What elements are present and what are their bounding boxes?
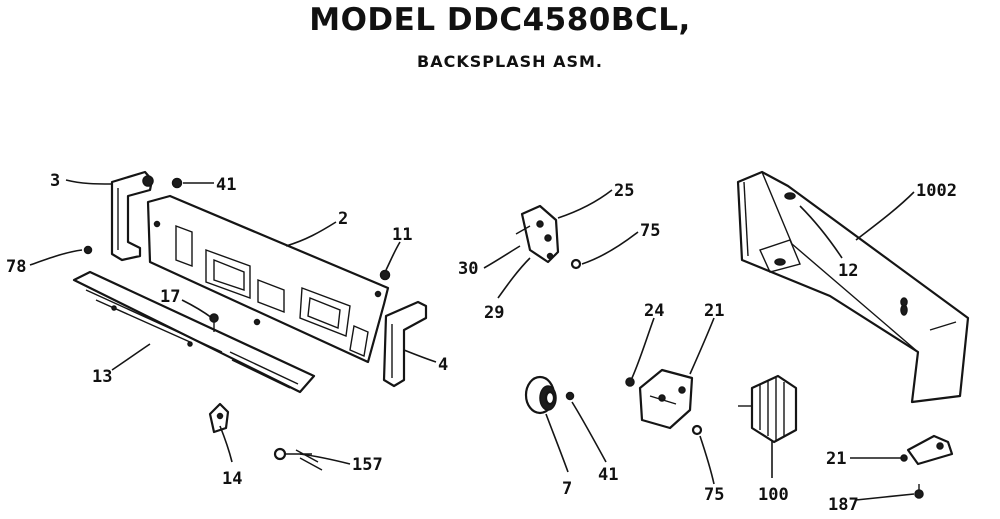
callout-14: 14 xyxy=(222,469,242,489)
callout-2: 2 xyxy=(338,209,348,229)
callout-1002: 1002 xyxy=(916,181,957,201)
part-14-knob xyxy=(208,402,230,434)
callout-187: 187 xyxy=(828,495,859,515)
part-41-screw-top xyxy=(171,177,183,189)
part-11-screw xyxy=(379,269,391,281)
callout-3: 3 xyxy=(50,171,60,191)
callout-157: 157 xyxy=(352,455,383,475)
diagram-subtitle: BACKSPLASH ASM. xyxy=(417,52,603,71)
part-21-bracket-clip xyxy=(900,434,954,466)
callout-25: 25 xyxy=(614,181,634,201)
callout-4: 4 xyxy=(438,355,448,375)
callout-100: 100 xyxy=(758,485,789,505)
callout-7: 7 xyxy=(562,479,572,499)
callout-30: 30 xyxy=(458,259,478,279)
part-17-screw xyxy=(209,313,219,332)
callout-12: 12 xyxy=(838,261,858,281)
callout-13: 13 xyxy=(92,367,112,387)
part-1002-shroud xyxy=(736,170,970,404)
part-3-end-bracket xyxy=(110,170,154,262)
callout-41-bottom: 41 xyxy=(598,465,618,485)
callout-24: 24 xyxy=(644,301,664,321)
part-2-backsplash-panel xyxy=(146,194,390,364)
callout-21-middle: 21 xyxy=(704,301,724,321)
part-187-screw xyxy=(914,484,924,499)
callout-29: 29 xyxy=(484,303,504,323)
callout-75-top: 75 xyxy=(640,221,660,241)
callout-11: 11 xyxy=(392,225,412,245)
part-4-end-bracket xyxy=(382,300,428,388)
part-24-screw xyxy=(625,377,635,387)
part-75-screw-bottom xyxy=(691,424,703,436)
part-7-knob xyxy=(524,375,557,415)
leader-lines xyxy=(29,179,915,501)
part-25-switch xyxy=(515,204,560,264)
part-100-timer xyxy=(738,374,798,444)
part-41-screw-bottom xyxy=(565,391,575,401)
callout-78: 78 xyxy=(6,257,26,277)
callout-labels: 3 41 2 11 78 17 13 4 14 157 25 75 30 29 … xyxy=(6,171,957,515)
part-75-screw-top xyxy=(570,258,582,270)
callout-41-top: 41 xyxy=(216,175,236,195)
part-157-wire xyxy=(273,447,323,471)
part-13-front-panel xyxy=(72,270,316,394)
part-21-switch-plate xyxy=(638,368,694,430)
part-78-screw xyxy=(83,245,93,255)
callout-17: 17 xyxy=(160,287,180,307)
diagram-title: MODEL DDC4580BCL, xyxy=(309,2,691,38)
callout-21-right: 21 xyxy=(826,449,846,469)
callout-75-bottom: 75 xyxy=(704,485,724,505)
